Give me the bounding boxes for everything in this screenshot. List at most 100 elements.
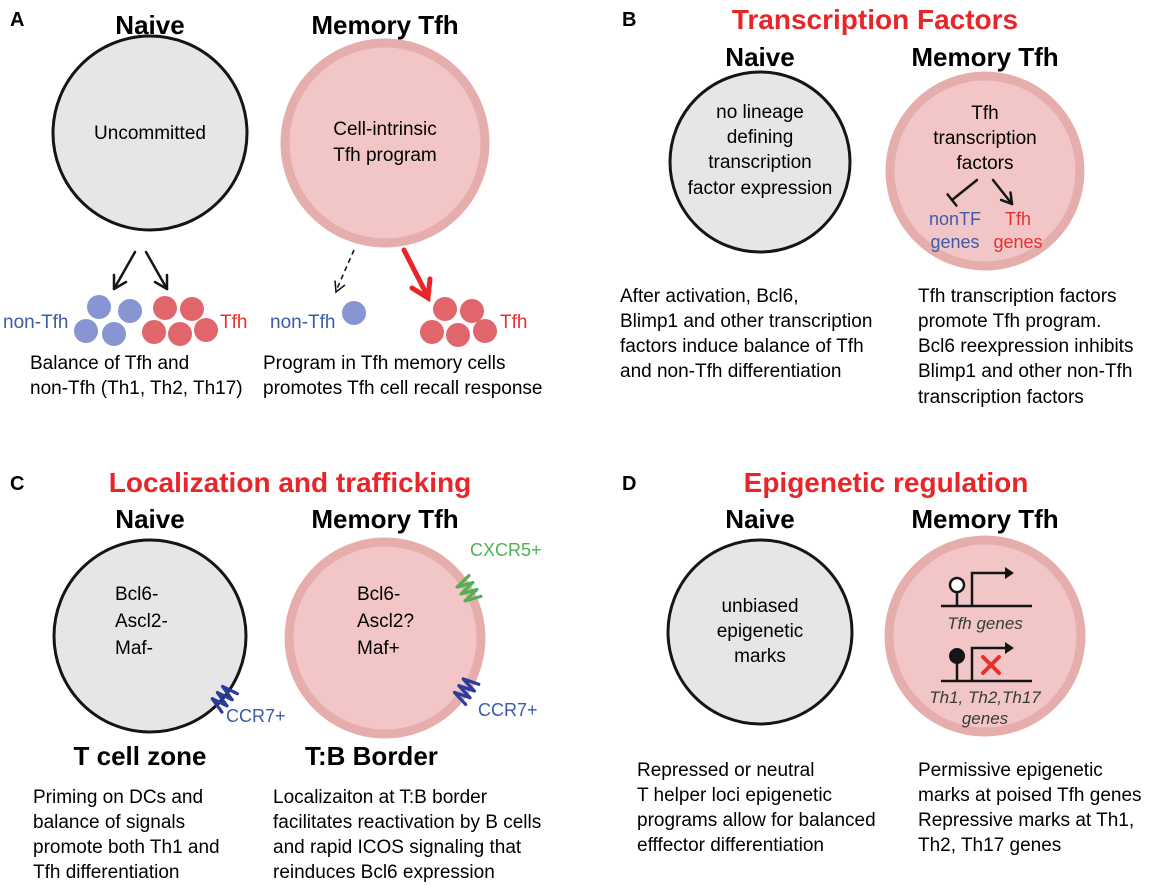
inhibited-genes-label: nonTF: [929, 209, 981, 229]
memory-caption-line: Permissive epigenetic: [918, 760, 1103, 781]
inhibited-genes-label: genes: [930, 232, 979, 252]
nontfh-cell: [118, 299, 142, 323]
arrowhead-right: [153, 273, 169, 291]
naive-caption-line: T helper loci epigenetic: [637, 785, 832, 806]
naive-cell-label: Uncommitted: [94, 123, 206, 144]
naive-cell-label: unbiased: [721, 596, 798, 617]
minor-differentiation-arrow: [335, 249, 355, 292]
promoter-arrow-icon: [970, 571, 1006, 606]
ccr7-label: CCR7+: [226, 706, 286, 726]
repressed-gene-label: Th1, Th2,Th17: [929, 688, 1041, 707]
nontfh-cell-cluster: [74, 295, 142, 346]
tfh-cell: [194, 318, 218, 342]
inhibition-line: [950, 178, 979, 202]
naive-cell-label: epigenetic: [717, 621, 804, 642]
memory-location: T:B Border: [305, 741, 438, 771]
poised-gene-label: Tfh genes: [947, 614, 1023, 633]
naive-location: T cell zone: [74, 741, 207, 771]
filled-lollipop-icon: [949, 648, 965, 664]
memory-cell-label: Cell-intrinsic: [333, 119, 436, 140]
memory-caption-line: Blimp1 and other non-Tfh: [918, 361, 1132, 382]
differentiation-arrow-right: [144, 250, 169, 291]
tfh-cell: [420, 320, 444, 344]
memory-caption-line: Bcl6 reexpression inhibits: [918, 336, 1133, 357]
tfh-cell: [433, 297, 457, 321]
naive-cell-label: transcription: [708, 152, 812, 173]
naive-heading: Naive: [115, 504, 184, 534]
tfh-cell-cluster: [142, 296, 218, 346]
memory-heading: Memory Tfh: [911, 42, 1058, 72]
memory-caption-line: Localizaiton at T:B border: [273, 787, 488, 808]
panel-d: D Epigenetic regulation Naive unbiased e…: [622, 467, 1142, 856]
naive-cell-label: defining: [727, 127, 794, 148]
panel-title: Epigenetic regulation: [744, 467, 1029, 498]
panel-a: A Naive Uncommitted non-Tfh Tfh Balance …: [3, 9, 543, 399]
memory-cell-label: Tfh: [971, 103, 998, 124]
naive-cell-label: no lineage: [716, 102, 804, 123]
naive-marker: Bcl6-: [115, 584, 158, 605]
cxcr5-receptor-icon: [455, 574, 483, 603]
memory-marker: Maf+: [357, 638, 400, 659]
ccr7-label: CCR7+: [478, 700, 538, 720]
promoted-genes-label: genes: [993, 232, 1042, 252]
dashed-arrowhead: [334, 280, 346, 294]
memory-caption-line: Th2, Th17 genes: [918, 835, 1061, 856]
memory-tfh-cell: [284, 537, 486, 739]
tfh-cell: [153, 296, 177, 320]
memory-caption-line: transcription factors: [918, 387, 1084, 408]
nontfh-label: non-Tfh: [3, 312, 68, 333]
naive-caption-line: Balance of Tfh and: [30, 353, 189, 374]
nontfh-cell: [342, 301, 366, 325]
panel-title: Transcription Factors: [732, 4, 1018, 35]
naive-caption-line: balance of signals: [33, 812, 185, 833]
naive-heading: Naive: [725, 504, 794, 534]
memory-caption-line: promote Tfh program.: [918, 311, 1101, 332]
naive-caption-line: Priming on DCs and: [33, 787, 203, 808]
naive-caption-line: efffector differentiation: [637, 835, 824, 856]
tfh-cell: [446, 323, 470, 347]
memory-caption-line: Tfh transcription factors: [918, 286, 1117, 307]
naive-caption-line: non-Tfh (Th1, Th2, Th17): [30, 378, 243, 399]
naive-cell-label: marks: [734, 646, 786, 667]
naive-caption-line: Tfh differentiation: [33, 862, 179, 883]
memory-cell-label: factors: [956, 153, 1013, 174]
ccr7-receptor-icon: [210, 684, 239, 714]
inhibition-bar: [946, 193, 958, 207]
red-arrowhead: [409, 276, 433, 303]
activation-arrow: [991, 178, 1014, 206]
memory-heading: Memory Tfh: [311, 504, 458, 534]
cxcr5-label: CXCR5+: [470, 540, 542, 560]
memory-caption-line: promotes Tfh cell recall response: [263, 378, 543, 399]
naive-caption-line: Repressed or neutral: [637, 760, 814, 781]
repression-x-icon: [981, 655, 1001, 675]
promoter-arrow-icon: [970, 646, 1006, 681]
memory-tfh-label: Tfh: [500, 312, 527, 333]
memory-marker: Ascl2?: [357, 611, 414, 632]
panel-letter-a: A: [10, 9, 24, 31]
nontfh-cell: [87, 295, 111, 319]
memory-caption-line: facilitates reactivation by B cells: [273, 812, 541, 833]
naive-marker: Ascl2-: [115, 611, 168, 632]
arrowhead-left: [112, 273, 128, 291]
panel-letter-c: C: [10, 473, 24, 495]
ccr7-receptor-icon: [452, 677, 481, 707]
tfh-cell: [473, 319, 497, 343]
naive-cell: [52, 538, 248, 734]
memory-cell-label: Tfh program: [333, 145, 436, 166]
open-lollipop-icon: [948, 576, 966, 594]
panel-letter-d: D: [622, 473, 636, 495]
naive-caption-line: promote both Th1 and: [33, 837, 220, 858]
tfh-cell: [180, 297, 204, 321]
memory-caption-line: reinduces Bcl6 expression: [273, 862, 495, 883]
naive-cell-label: factor expression: [688, 178, 833, 199]
naive-heading: Naive: [725, 42, 794, 72]
naive-cell: [666, 538, 854, 726]
memory-tfh-cell: [280, 38, 490, 248]
memory-heading: Memory Tfh: [911, 504, 1058, 534]
naive-marker: Maf-: [115, 638, 153, 659]
memory-cell-label: transcription: [933, 128, 1037, 149]
panel-b: B Transcription Factors Naive no lineage…: [620, 4, 1133, 408]
repressed-gene-locus: [941, 642, 1032, 683]
memory-tfh-cell: [884, 535, 1086, 737]
memory-nontfh-label: non-Tfh: [270, 312, 335, 333]
